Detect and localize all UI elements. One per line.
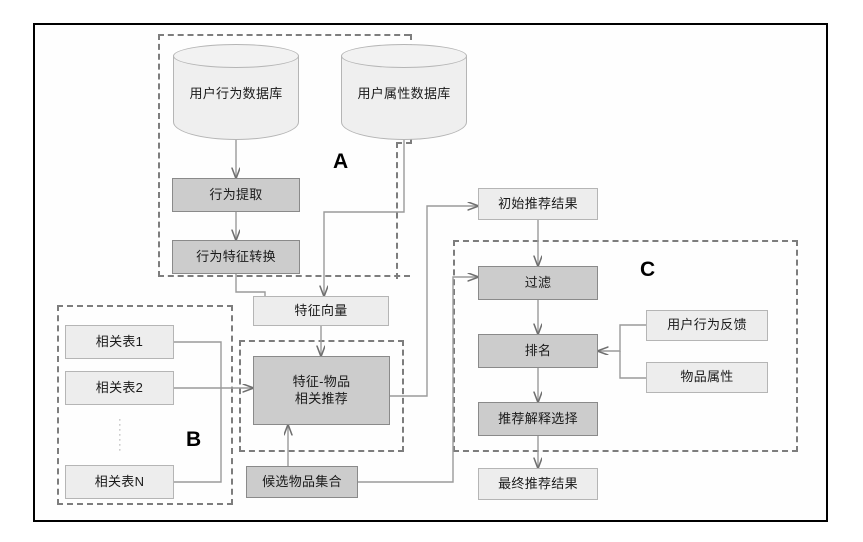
cylinder-shape — [173, 44, 299, 140]
node-filter[interactable]: 过滤 — [478, 266, 598, 300]
node-label: 初始推荐结果 — [498, 195, 578, 211]
node-label: 特征向量 — [294, 302, 348, 318]
node-item-attribute[interactable]: 物品属性 — [646, 362, 768, 393]
node-label: 相关表2 — [95, 379, 144, 395]
node-label: 排名 — [524, 342, 552, 358]
cylinder-top — [173, 44, 299, 68]
group-box-b — [57, 305, 233, 505]
node-recommendation-explanation-selection[interactable]: 推荐解释选择 — [478, 402, 598, 436]
node-label: 行为特征转换 — [196, 248, 276, 264]
node-ranking[interactable]: 排名 — [478, 334, 598, 368]
group-label-a: A — [333, 150, 349, 173]
group-label-b: B — [186, 428, 202, 451]
node-relation-table-n[interactable]: 相关表N — [65, 465, 174, 499]
cylinder-top — [341, 44, 467, 68]
node-initial-recommendation-result[interactable]: 初始推荐结果 — [478, 188, 598, 220]
node-feature-item-recommendation[interactable]: 特征-物品 相关推荐 — [253, 356, 390, 425]
node-label: 行为提取 — [209, 186, 263, 202]
node-label-line1: 特征-物品 — [292, 374, 351, 390]
node-relation-table-2[interactable]: 相关表2 — [65, 371, 174, 405]
node-label: 过滤 — [524, 274, 552, 290]
node-candidate-item-set[interactable]: 候选物品集合 — [246, 466, 358, 498]
cylinder-body — [341, 56, 467, 140]
node-behavior-extraction[interactable]: 行为提取 — [172, 178, 300, 212]
group-box-a — [158, 34, 410, 277]
node-final-recommendation-result[interactable]: 最终推荐结果 — [478, 468, 598, 500]
node-relation-table-1[interactable]: 相关表1 — [65, 325, 174, 359]
node-label: 用户行为反馈 — [667, 317, 747, 333]
node-label-line2: 相关推荐 — [294, 390, 349, 406]
node-user-behavior-feedback[interactable]: 用户行为反馈 — [646, 310, 768, 341]
node-label: 最终推荐结果 — [498, 475, 578, 491]
ellipsis-vertical: · · · · · · · — [118, 414, 122, 456]
group-label-c: C — [640, 258, 656, 281]
node-user-behavior-db[interactable]: 用户行为数据库 — [173, 44, 299, 140]
node-label: 相关表N — [94, 473, 145, 489]
group-box-a-notch-top — [396, 142, 412, 144]
group-box-a-right-lower — [396, 142, 412, 279]
node-label: 用户属性数据库 — [357, 85, 451, 101]
node-label: 相关表1 — [95, 333, 144, 349]
node-label: 候选物品集合 — [262, 473, 342, 489]
node-label: 推荐解释选择 — [498, 410, 578, 426]
node-feature-vector[interactable]: 特征向量 — [253, 296, 389, 326]
node-label: 用户行为数据库 — [189, 85, 283, 101]
node-user-attribute-db[interactable]: 用户属性数据库 — [341, 44, 467, 140]
node-behavior-feature-transform[interactable]: 行为特征转换 — [172, 240, 300, 274]
cylinder-body — [173, 56, 299, 140]
cylinder-shape — [341, 44, 467, 140]
node-label: 物品属性 — [680, 369, 734, 385]
